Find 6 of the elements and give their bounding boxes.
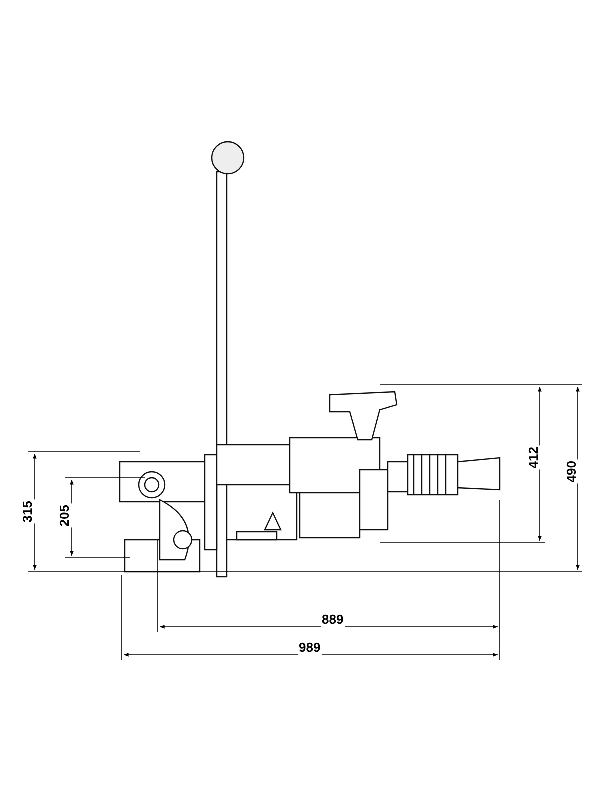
dimension-value: 412 — [526, 446, 541, 470]
dimension-value: 490 — [564, 460, 579, 484]
dimension-value: 989 — [298, 640, 322, 655]
dimension-value: 205 — [57, 504, 72, 528]
dimension-value: 315 — [20, 500, 35, 524]
dimension-value: 889 — [321, 612, 345, 627]
